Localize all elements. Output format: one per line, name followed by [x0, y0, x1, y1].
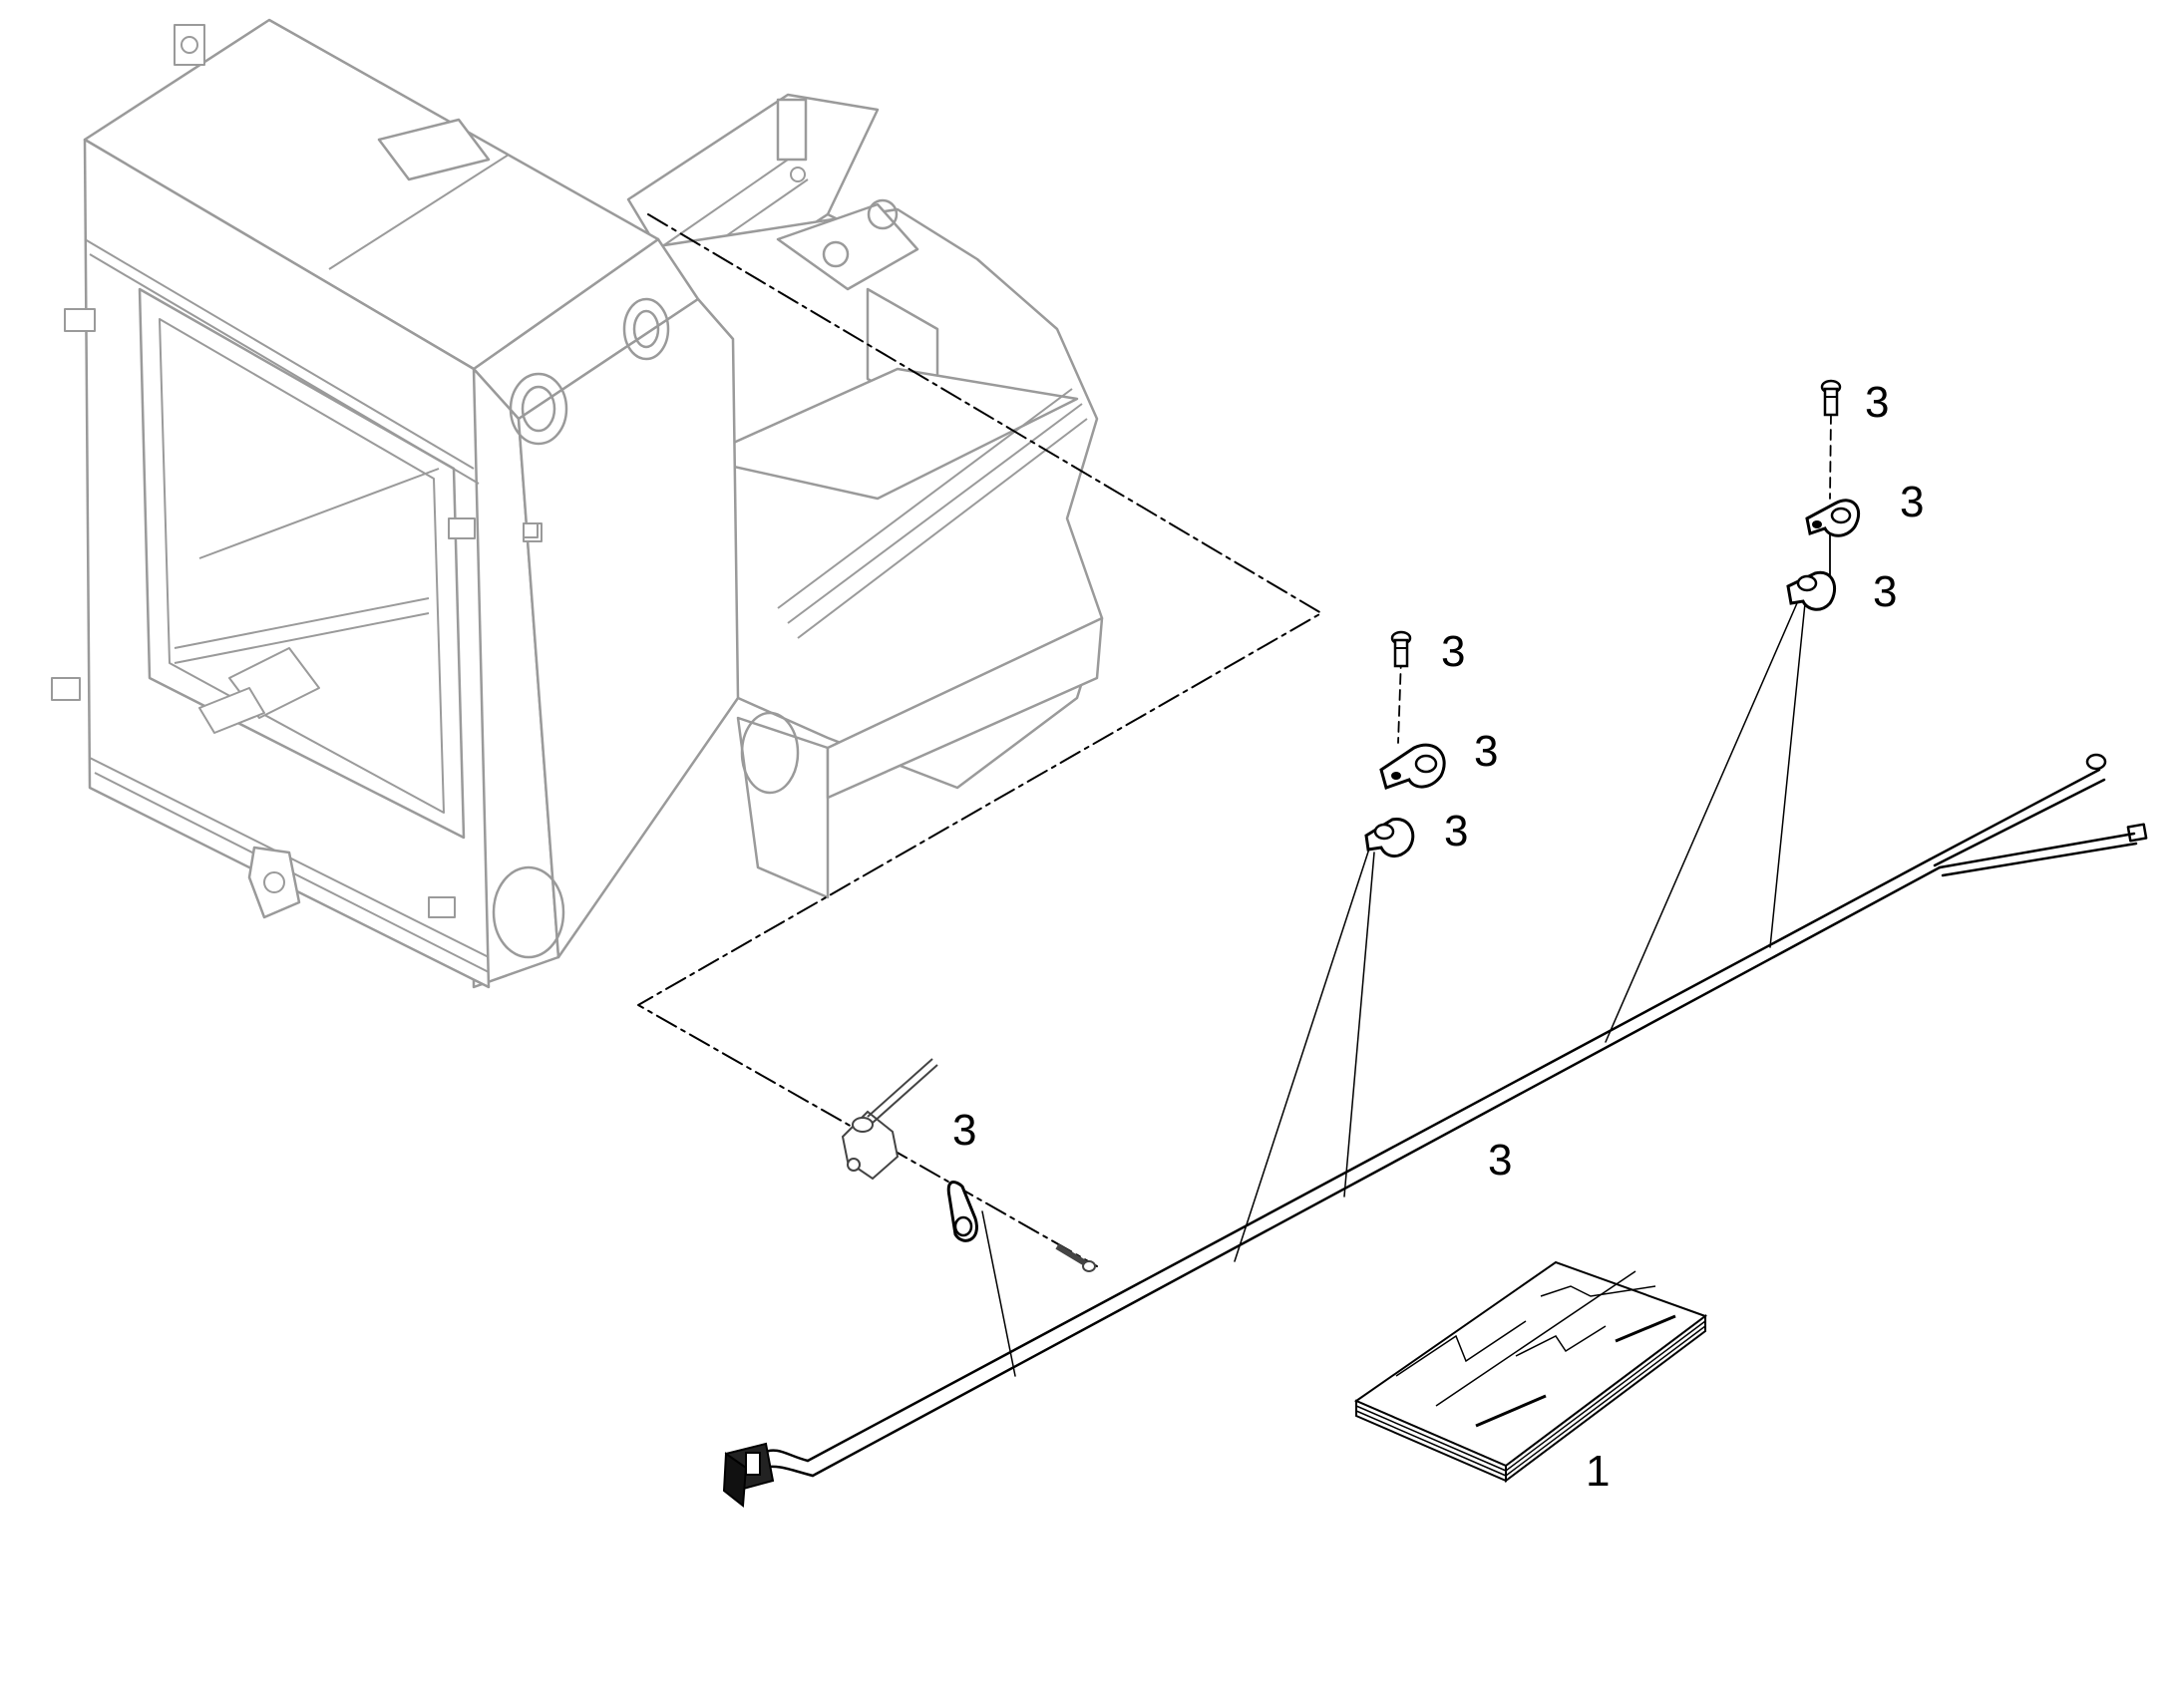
screw-icon [1390, 630, 1412, 668]
clamp-icon [1805, 499, 1861, 537]
label-clamp-middle: 3 [1444, 807, 1468, 855]
hardware-middle [1364, 630, 1446, 857]
callout-labels: 3 3 3 3 3 3 3 3 1 [952, 378, 1924, 1496]
label-clamp-top-middle: 3 [1474, 727, 1498, 776]
manual-booklet-icon [1353, 1260, 1708, 1483]
connector-plug [722, 1442, 775, 1508]
hardware-left [841, 1058, 1096, 1272]
frame-body-right [636, 198, 1104, 899]
clamp-icon [1786, 570, 1836, 611]
frame-cab [51, 18, 660, 989]
hardware-right [1786, 379, 1861, 611]
wire-harness [722, 595, 2148, 1508]
bolt-icon [1055, 1243, 1096, 1272]
label-harness: 3 [1488, 1136, 1512, 1185]
label-clamp-top-right: 3 [1900, 478, 1924, 526]
label-screw-middle: 3 [1441, 627, 1465, 676]
label-screw-right: 3 [1865, 378, 1889, 427]
frame-tower [472, 237, 740, 989]
label-manual: 1 [1586, 1447, 1610, 1496]
label-clamp-right: 3 [1873, 567, 1897, 616]
switch-bracket-icon [841, 1058, 938, 1181]
screw-icon [1820, 379, 1842, 417]
clamp-icon [946, 1181, 978, 1242]
clamp-icon [1379, 743, 1446, 790]
clamp-icon [1364, 818, 1415, 857]
label-clamp-left: 3 [952, 1106, 976, 1155]
machine-frame [51, 18, 1104, 989]
